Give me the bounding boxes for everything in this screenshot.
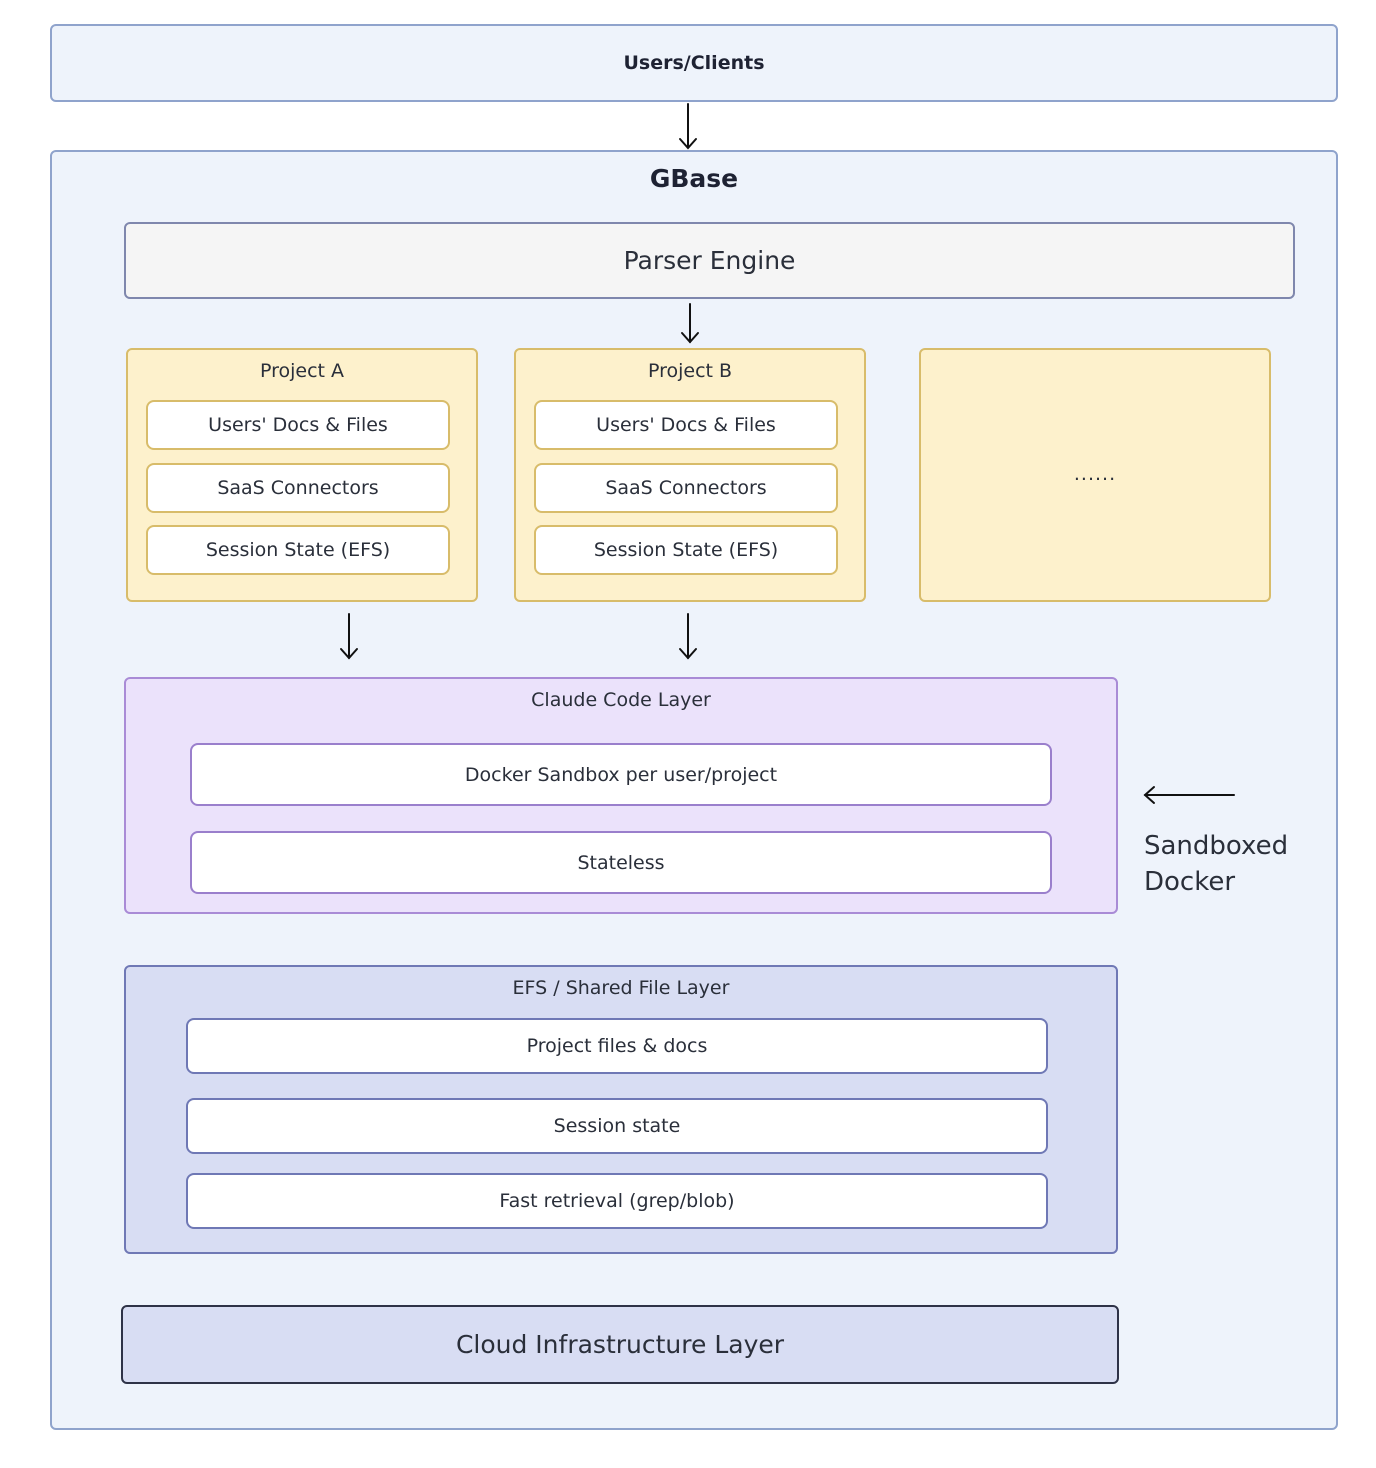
project-a-docs-files: Users' Docs & Files xyxy=(146,400,450,450)
users-clients-label: Users/Clients xyxy=(623,52,765,74)
arrow-project-b-to-claude xyxy=(679,613,697,660)
project-b-saas-connectors: SaaS Connectors xyxy=(534,463,838,513)
sandboxed-docker-note: Sandboxed Docker xyxy=(1144,828,1344,900)
stateless-item: Stateless xyxy=(190,831,1052,894)
arrow-sandboxed-docker xyxy=(1143,786,1235,804)
item-label: Stateless xyxy=(577,851,665,874)
efs-layer-title: EFS / Shared File Layer xyxy=(512,977,730,999)
item-label: Project files & docs xyxy=(526,1035,708,1057)
item-label: Users' Docs & Files xyxy=(208,414,388,436)
docker-sandbox-item: Docker Sandbox per user/project xyxy=(190,743,1052,806)
sandboxed-docker-line1: Sandboxed xyxy=(1144,831,1289,861)
item-label: Session State (EFS) xyxy=(205,539,391,561)
project-files-docs-item: Project files & docs xyxy=(186,1018,1048,1074)
item-label: Users' Docs & Files xyxy=(596,414,776,436)
item-label: Session state xyxy=(553,1115,681,1137)
item-label: Docker Sandbox per user/project xyxy=(464,763,778,786)
project-a-saas-connectors: SaaS Connectors xyxy=(146,463,450,513)
arrow-project-a-to-claude xyxy=(340,613,358,660)
item-label: SaaS Connectors xyxy=(217,477,379,499)
parser-engine-box: Parser Engine xyxy=(124,222,1295,299)
session-state-item: Session state xyxy=(186,1098,1048,1154)
parser-engine-label: Parser Engine xyxy=(623,246,796,275)
arrow-parser-to-projects xyxy=(681,303,699,344)
project-b-session-state: Session State (EFS) xyxy=(534,525,838,575)
item-label: Session State (EFS) xyxy=(593,539,779,561)
project-b-title: Project B xyxy=(647,360,733,382)
fast-retrieval-item: Fast retrieval (grep/blob) xyxy=(186,1173,1048,1229)
project-a-title: Project A xyxy=(259,360,345,382)
sandboxed-docker-line2: Docker xyxy=(1144,867,1236,897)
project-a-session-state: Session State (EFS) xyxy=(146,525,450,575)
arrow-users-to-gbase xyxy=(679,103,697,150)
cloud-infrastructure-layer: Cloud Infrastructure Layer xyxy=(121,1305,1119,1384)
cloud-infrastructure-label: Cloud Infrastructure Layer xyxy=(455,1330,785,1359)
gbase-title: GBase xyxy=(649,163,739,193)
project-b-docs-files: Users' Docs & Files xyxy=(534,400,838,450)
item-label: SaaS Connectors xyxy=(605,477,767,499)
item-label: Fast retrieval (grep/blob) xyxy=(499,1190,735,1212)
users-clients-box: Users/Clients xyxy=(50,24,1338,102)
project-more-ellipsis: ...... xyxy=(1073,463,1117,485)
claude-code-layer-title: Claude Code Layer xyxy=(531,689,711,711)
project-more-box: ...... xyxy=(919,348,1271,602)
